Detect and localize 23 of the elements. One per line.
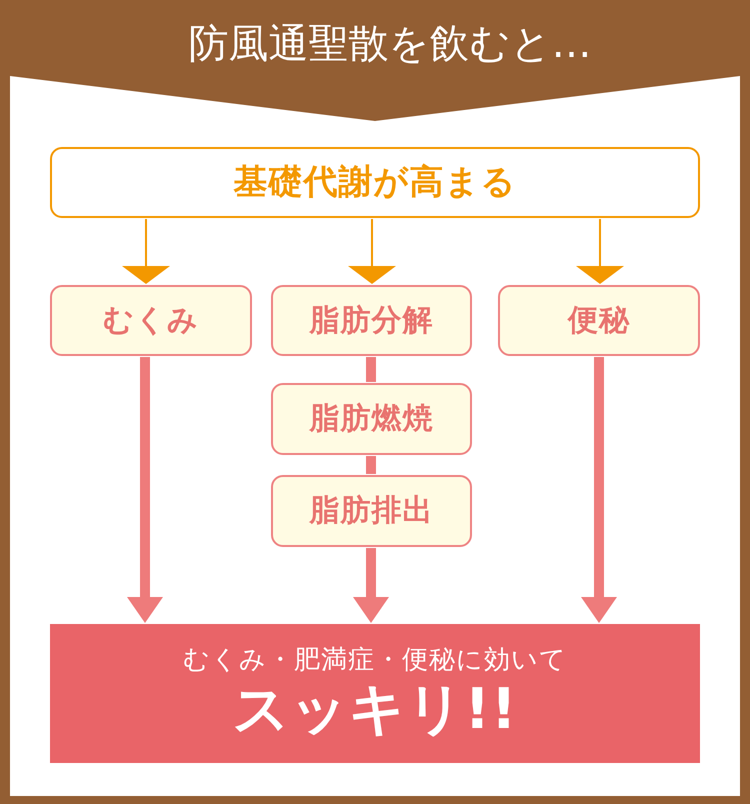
box-label: 基礎代謝が高まる [234,162,516,203]
arrow [127,357,163,623]
process-box [498,285,700,356]
result-box [50,624,700,763]
box-label: むくみ [103,302,199,338]
box-label: 脂肪排出 [310,493,434,529]
process-box [271,383,472,455]
heading-box [50,147,700,218]
process-box [271,285,472,356]
box-label: 脂肪分解 [310,302,434,338]
result-text: むくみ・肥満症・便秘に効いて [183,644,567,676]
box-label: 脂肪燃焼 [310,401,434,437]
title: 防風通聖散を飲むと… [188,20,592,69]
process-box [271,475,472,547]
connector-line [366,456,376,474]
connector-line [366,357,376,382]
arrow [581,357,617,623]
result-headline: スッキリ!! [232,676,518,742]
chevron-arrow [122,219,170,284]
chevron-arrow [576,219,624,284]
box-label: 便秘 [568,302,630,338]
process-box [50,285,252,356]
chevron-arrow [348,219,396,284]
